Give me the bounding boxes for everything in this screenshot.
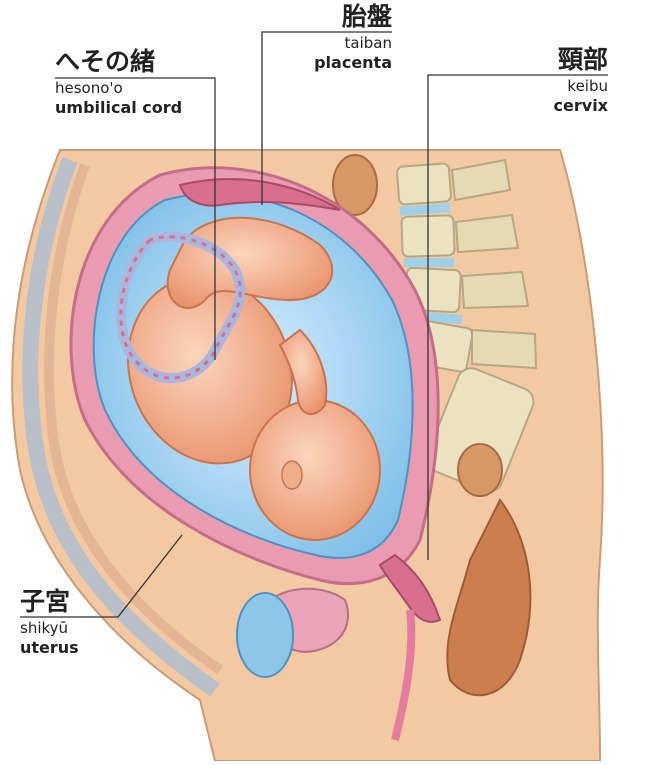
vertebra bbox=[397, 163, 452, 205]
fetus-head bbox=[250, 400, 380, 540]
umbilical-cord-english: umbilical cord bbox=[55, 99, 182, 117]
pubic-bone bbox=[237, 593, 293, 677]
uterus-romaji: shikyū bbox=[20, 620, 79, 637]
placenta-english: placenta bbox=[262, 54, 392, 72]
uterus-english: uterus bbox=[20, 639, 79, 657]
label-umbilical-cord: へその緒 hesono'o umbilical cord bbox=[55, 48, 182, 117]
intestine-loop bbox=[458, 444, 502, 496]
spinous-process bbox=[456, 215, 518, 252]
label-uterus: 子宮 shikyū uterus bbox=[20, 588, 79, 657]
label-placenta: 胎盤 taiban placenta bbox=[262, 3, 392, 72]
spinous-process bbox=[462, 272, 528, 308]
intervertebral-disc bbox=[404, 258, 454, 267]
cervix-japanese: 頸部 bbox=[478, 46, 608, 75]
placenta-japanese: 胎盤 bbox=[262, 3, 392, 32]
fetus-ear bbox=[282, 461, 302, 489]
spinous-process bbox=[472, 330, 536, 368]
umbilical-cord-romaji: hesono'o bbox=[55, 80, 182, 97]
uterus-japanese: 子宮 bbox=[20, 588, 79, 617]
placenta-romaji: taiban bbox=[262, 35, 392, 52]
label-cervix: 頸部 keibu cervix bbox=[478, 46, 608, 115]
cervix-romaji: keibu bbox=[478, 78, 608, 95]
umbilical-cord-japanese: へその緒 bbox=[55, 48, 182, 77]
cervix-english: cervix bbox=[478, 97, 608, 115]
